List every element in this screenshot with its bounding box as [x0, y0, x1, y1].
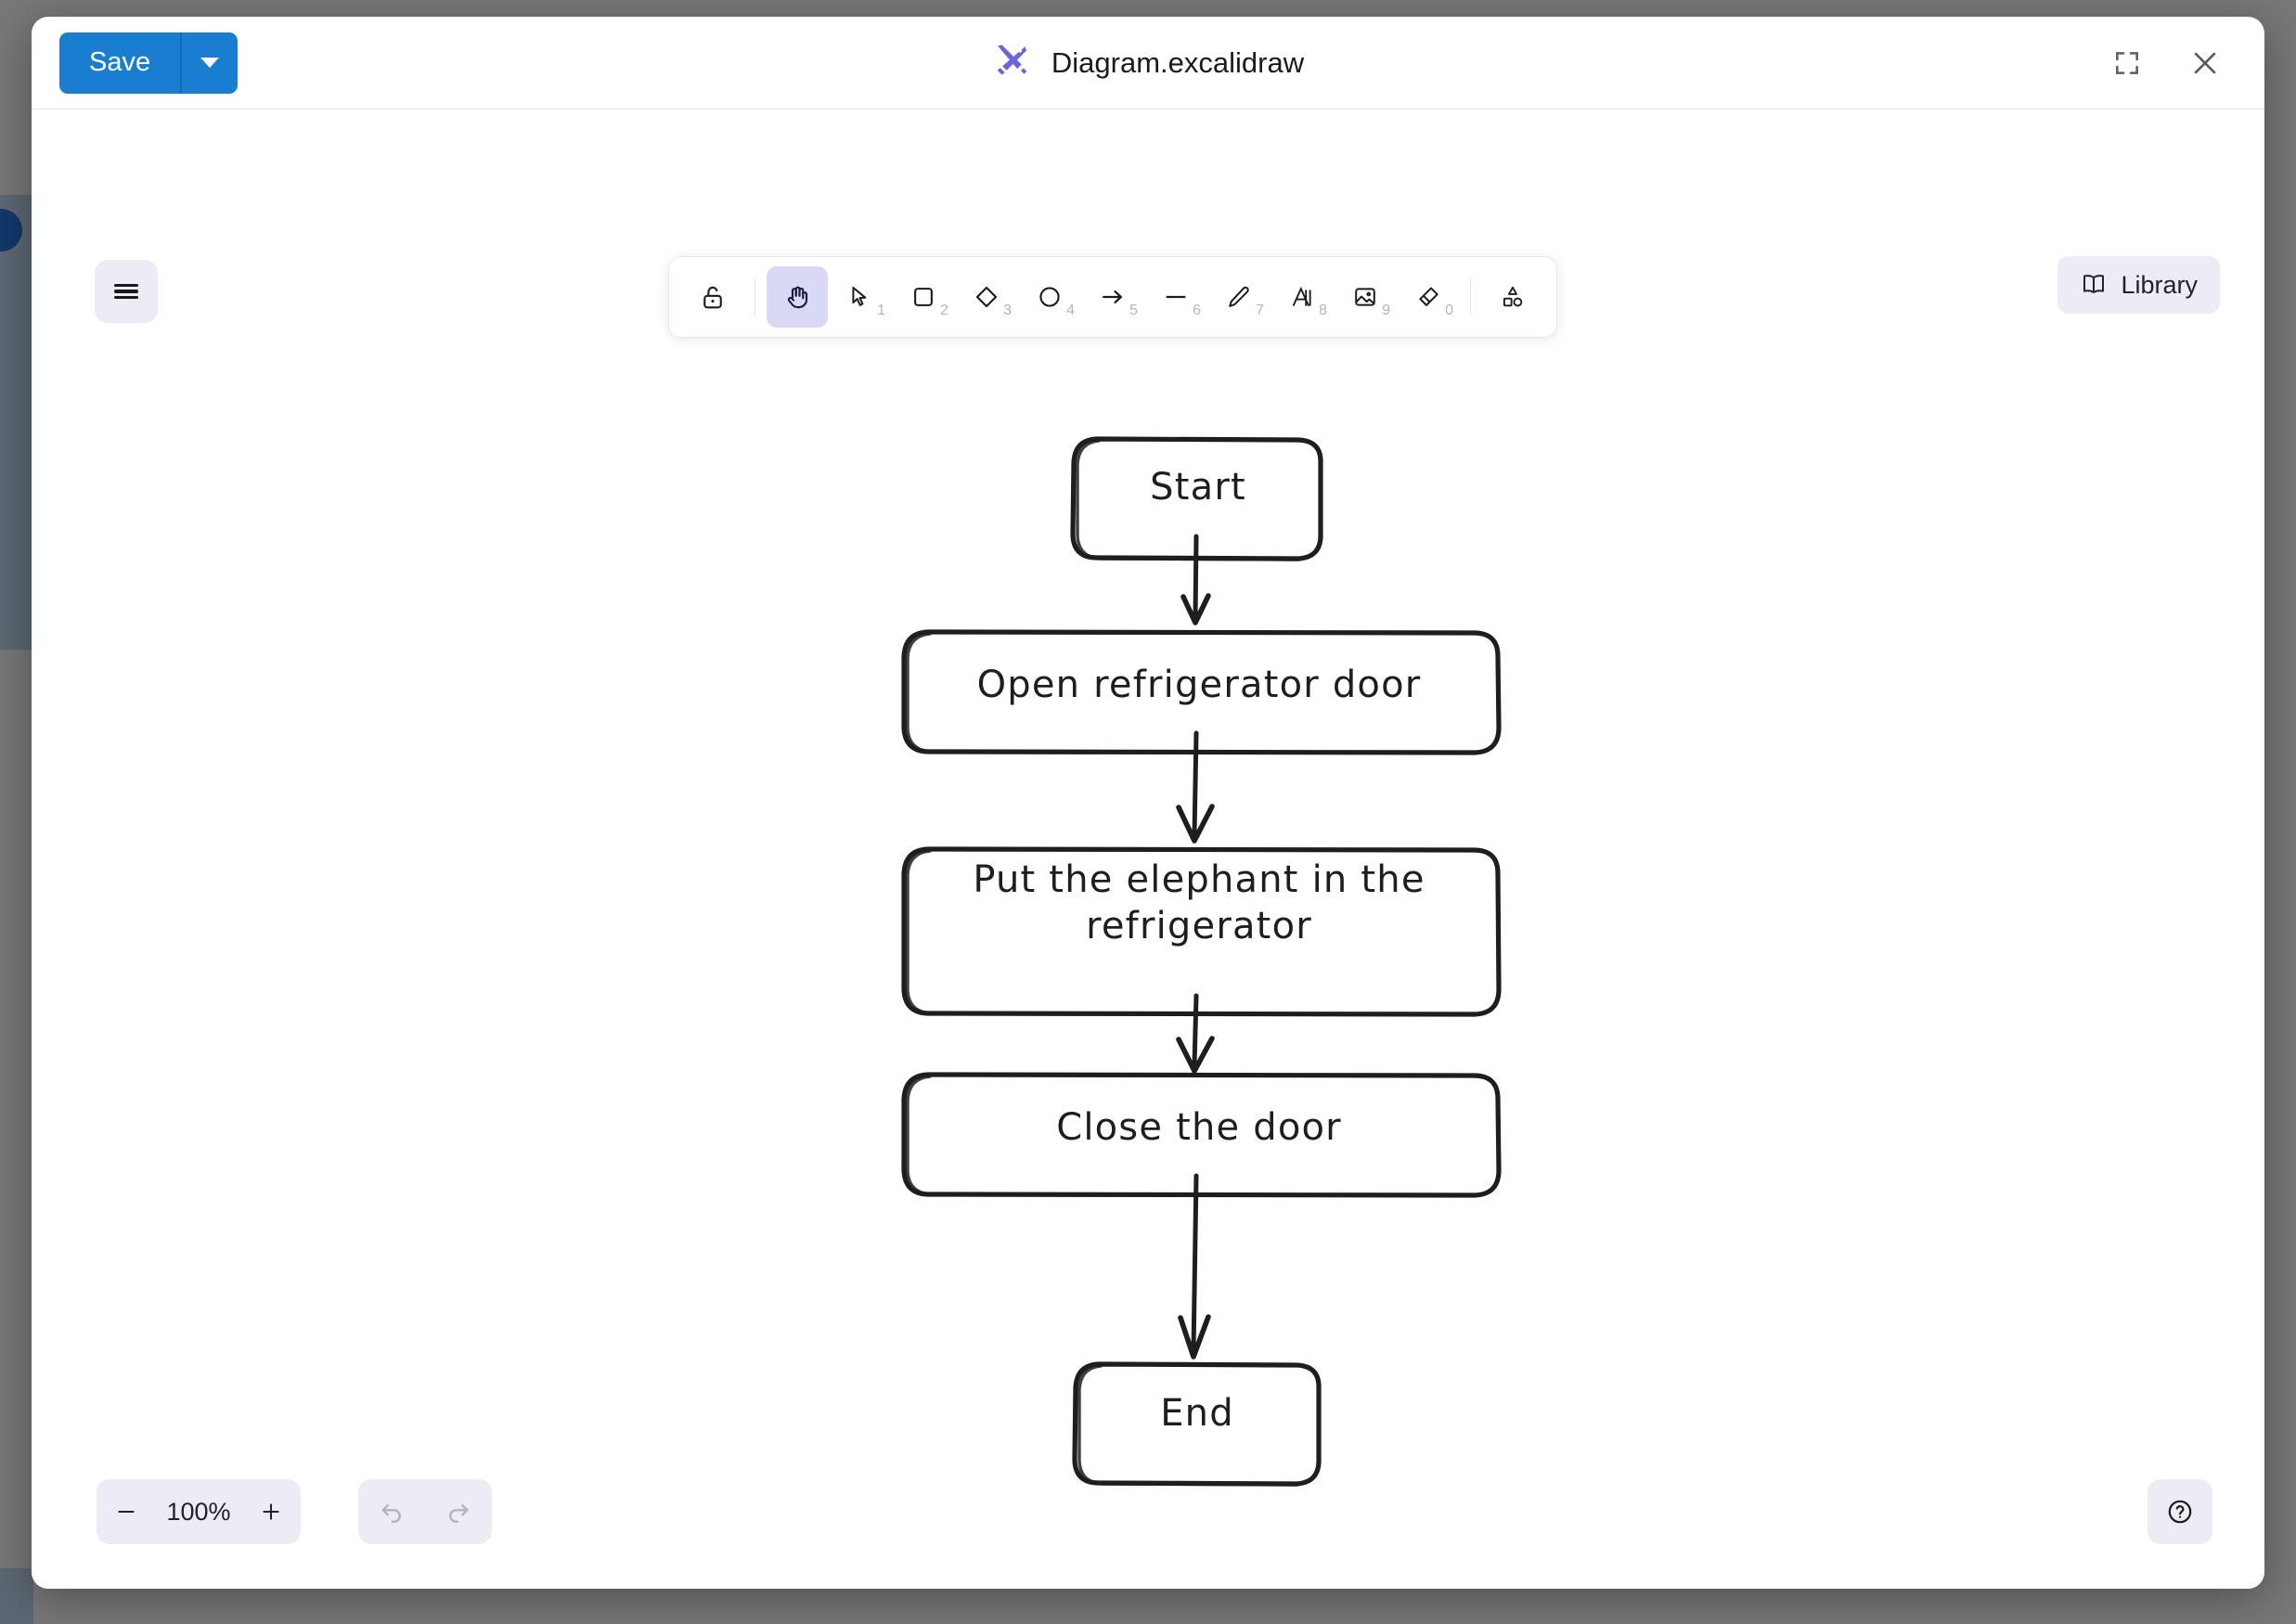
background-panel — [0, 195, 33, 650]
hand-icon[interactable] — [767, 266, 828, 328]
flow-edge-put-close — [1176, 993, 1215, 1074]
tool-shortcut: 0 — [1445, 303, 1453, 318]
modal-titlebar: Save Diagram.excalidraw — [32, 17, 2264, 110]
tool-shortcut: 1 — [877, 303, 885, 318]
flow-node-start[interactable]: Start — [1070, 436, 1323, 561]
tool-shortcut: 3 — [1003, 303, 1012, 318]
tool-shortcut: 2 — [940, 303, 948, 318]
diamond-icon[interactable]: 3 — [956, 266, 1017, 328]
eraser-icon[interactable]: 0 — [1398, 266, 1459, 328]
arrow-icon[interactable]: 5 — [1082, 266, 1143, 328]
flow-node-open[interactable]: Open refrigerator door — [901, 629, 1502, 755]
hamburger-menu-icon[interactable] — [95, 260, 158, 323]
fullscreen-icon[interactable] — [2105, 41, 2149, 85]
excalidraw-modal-window: Save Diagram.excalidraw — [32, 17, 2264, 1589]
toolbar-divider-2 — [1470, 278, 1471, 316]
flow-node-label: Close the door — [1056, 1106, 1342, 1149]
ellipse-icon[interactable]: 4 — [1019, 266, 1080, 328]
flow-node-label: End — [1160, 1392, 1234, 1435]
flow-node-end[interactable]: End — [1072, 1361, 1322, 1487]
save-split-button[interactable]: Save — [59, 32, 239, 94]
flow-node-label: Open refrigerator door — [977, 664, 1422, 706]
history-controls — [358, 1479, 492, 1544]
page-title: Diagram.excalidraw — [1051, 45, 1305, 79]
redo-icon[interactable] — [425, 1479, 492, 1544]
undo-icon[interactable] — [358, 1479, 425, 1544]
line-icon[interactable]: 6 — [1145, 266, 1206, 328]
tool-island: 1 2 3 4 — [668, 256, 1557, 338]
image-icon[interactable]: 9 — [1335, 266, 1396, 328]
question-mark-icon[interactable] — [2148, 1479, 2212, 1544]
draw-icon[interactable]: 7 — [1208, 266, 1270, 328]
library-label: Library — [2121, 270, 2198, 299]
tool-shortcut: 5 — [1129, 303, 1138, 318]
tool-shortcut: 7 — [1256, 303, 1264, 318]
drawing-canvas[interactable]: 1 2 3 4 — [32, 110, 2264, 1589]
book-icon — [2080, 270, 2108, 301]
window-controls — [2105, 41, 2227, 85]
flow-node-label-1: Put the elephant in the — [973, 858, 1425, 901]
tool-shortcut: 4 — [1066, 303, 1075, 318]
flow-node-put[interactable]: Put the elephant in the refrigerator — [901, 846, 1502, 1017]
tool-shortcut: 9 — [1382, 303, 1390, 318]
zoom-level-value[interactable]: 100% — [166, 1497, 231, 1526]
flow-edge-open-put — [1176, 730, 1215, 844]
chevron-down-icon — [200, 58, 220, 68]
flow-node-label: Start — [1150, 466, 1246, 509]
flow-edge-start-open — [1180, 534, 1211, 625]
text-icon[interactable]: 8 — [1271, 266, 1333, 328]
close-icon[interactable] — [2183, 41, 2227, 85]
tool-shortcut: 6 — [1193, 303, 1201, 318]
library-button[interactable]: Library — [2057, 256, 2220, 314]
save-dropdown-button[interactable] — [180, 32, 239, 94]
background-panel-lower — [0, 1568, 33, 1624]
save-button[interactable]: Save — [59, 32, 181, 94]
flow-node-label-2: refrigerator — [1086, 905, 1312, 947]
rectangle-icon[interactable]: 2 — [893, 266, 954, 328]
menu-icon-lines — [114, 280, 138, 302]
zoom-controls: 100% — [97, 1479, 301, 1544]
flow-node-close[interactable]: Close the door — [901, 1072, 1502, 1198]
selection-icon[interactable]: 1 — [830, 266, 891, 328]
shapes-icon[interactable] — [1482, 266, 1543, 328]
tool-shortcut: 8 — [1319, 303, 1327, 318]
zoom-out-button[interactable] — [97, 1479, 156, 1544]
excalidraw-logo-icon — [992, 41, 1031, 84]
zoom-in-button[interactable] — [241, 1479, 301, 1544]
title-group: Diagram.excalidraw — [992, 41, 1304, 84]
lock-icon[interactable] — [682, 266, 743, 328]
flow-edge-close-end — [1178, 1173, 1211, 1360]
